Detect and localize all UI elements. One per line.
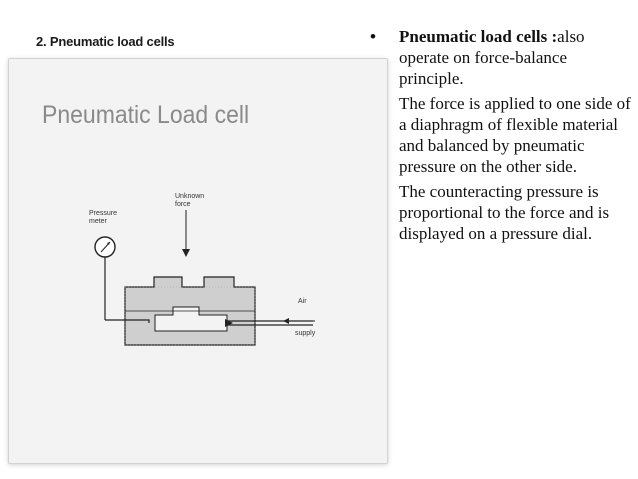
paragraph-force: The force is applied to one side of a di…	[399, 94, 631, 176]
paragraph-pressure: The counteracting pressure is proportion…	[399, 182, 610, 243]
text-column: • Pneumatic load cells :also operate on …	[370, 26, 632, 244]
unknown-force-label-line1: Unknown	[175, 193, 204, 200]
air-supply-label-line1: Air	[298, 298, 307, 305]
bullet-item: • Pneumatic load cells :also operate on …	[370, 26, 632, 89]
bullet-text: also operate on force-balance principle.	[399, 27, 585, 88]
air-supply-arrow	[283, 318, 315, 324]
diagram-panel: Pneumatic Load cell Pressure meter Unkno…	[8, 58, 388, 464]
slide-title: 2. Pneumatic load cells	[36, 34, 175, 49]
pneumatic-load-cell-diagram: Pressure meter Unknown force Air supply	[89, 193, 316, 346]
pressure-gauge	[94, 236, 116, 320]
air-supply-label-line2: supply	[295, 330, 316, 337]
bullet-dot: •	[370, 27, 376, 46]
pressure-meter-label-line1: Pressure	[89, 210, 117, 217]
force-arrow	[182, 210, 190, 257]
pressure-meter-label-line2: meter	[89, 218, 108, 225]
unknown-force-label-line2: force	[175, 201, 191, 208]
diagram-title: Pneumatic Load cell	[42, 101, 250, 129]
load-cell-body	[124, 276, 256, 346]
bullet-heading: Pneumatic load cells :	[399, 27, 558, 46]
